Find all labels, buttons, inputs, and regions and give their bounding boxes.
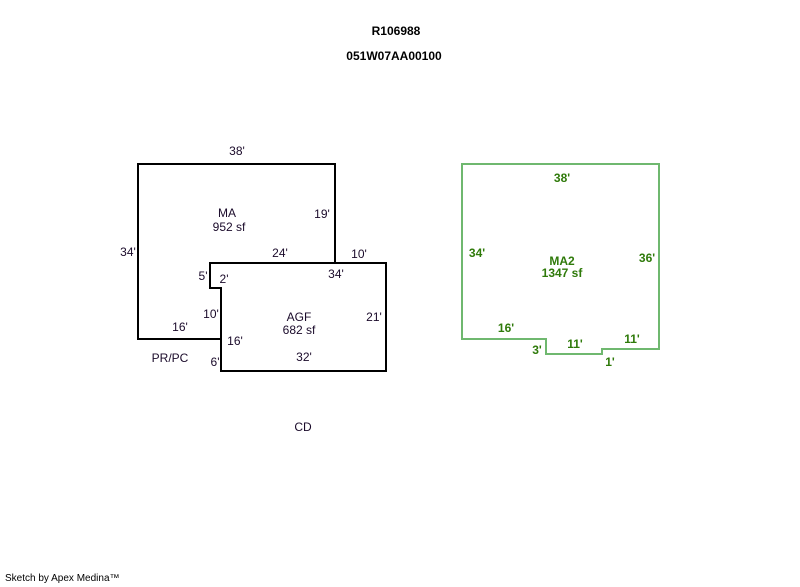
ma2-dim-left: 34': [468, 246, 486, 260]
agf-dim-bottom: 32': [296, 350, 312, 364]
ma-dim-24: 24': [272, 246, 288, 260]
sketch-credit: Sketch by Apex Medina™: [5, 573, 120, 584]
agf-dim-right: 21': [366, 310, 382, 324]
parcel-subtitle: 051W07AA00100: [346, 49, 442, 63]
agf-dim-16: 16': [227, 334, 243, 348]
ma2-dim-right: 36': [638, 251, 656, 265]
agf-dim-6: 6': [210, 355, 220, 369]
ma2-outline: [461, 163, 660, 355]
agf-dim-2: 2': [219, 272, 229, 286]
ma-size: 952 sf: [212, 220, 246, 234]
agf-dim-top: 34': [328, 267, 344, 281]
ma-dim-right: 19': [314, 207, 330, 221]
ma2-dim-1: 1': [605, 355, 615, 369]
ma-label: MA: [218, 206, 236, 220]
ma-dim-left: 34': [120, 245, 136, 259]
agf-dim-10: 10': [351, 247, 367, 261]
ma2-label: MA2: [549, 254, 575, 268]
ma2-dim-3: 3': [532, 343, 542, 357]
ma2-dim-16: 16': [497, 321, 515, 335]
ma2-size: 1347 sf: [541, 266, 583, 280]
ma-dim-top: 38': [229, 144, 245, 158]
ma-dim-5: 5': [198, 269, 208, 283]
agf-label: AGF: [286, 310, 312, 324]
ma2-dim-top: 38': [553, 171, 571, 185]
ma-dim-bottom: 16': [172, 320, 188, 334]
ma2-dim-11a: 11': [567, 337, 583, 351]
agf-size: 682 sf: [282, 323, 316, 337]
ma-outline: [137, 163, 336, 340]
ma-dim-10: 10': [203, 307, 219, 321]
agf-outline: [209, 262, 387, 372]
prpc-label: PR/PC: [151, 351, 189, 365]
parcel-title: R106988: [371, 24, 421, 38]
ma2-dim-11b: 11': [624, 332, 640, 346]
cd-label: CD: [294, 420, 312, 434]
